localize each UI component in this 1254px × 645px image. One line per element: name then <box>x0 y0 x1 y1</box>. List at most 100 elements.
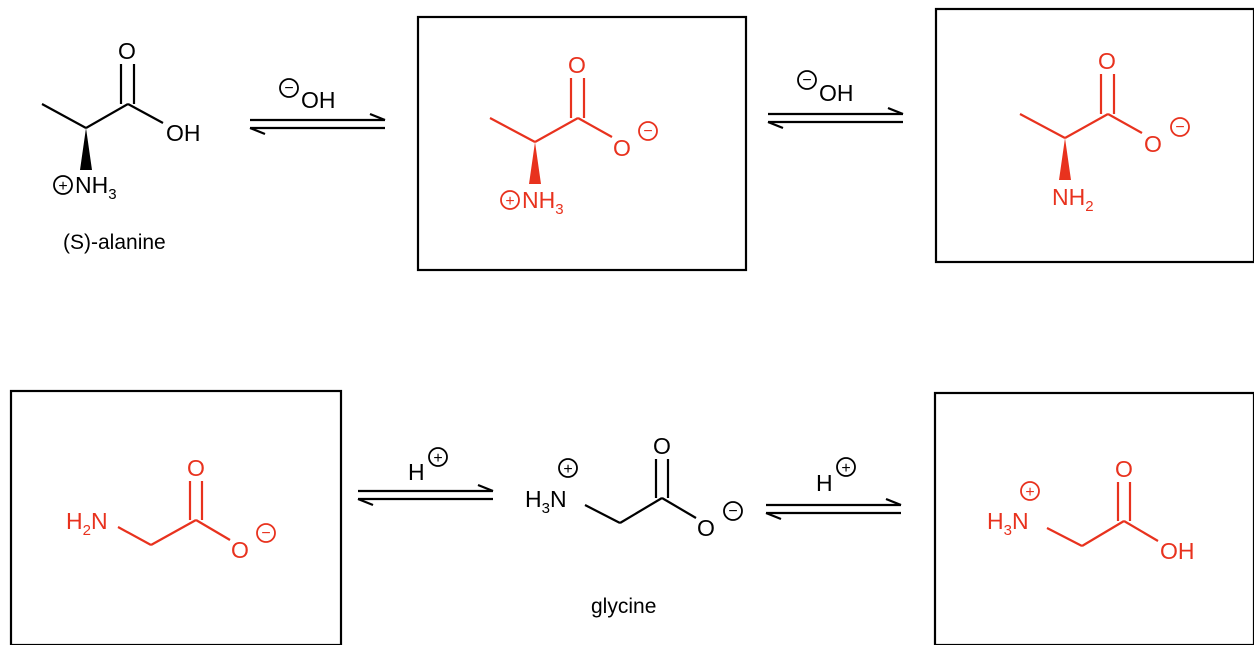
proton-label: H <box>816 470 833 496</box>
ammonium-h-symbol: H <box>92 172 109 198</box>
equilibrium-arrow-4 <box>765 497 902 521</box>
amine-n-symbol: N <box>91 508 108 534</box>
n-ch2-bond <box>1046 527 1083 547</box>
methyl-bond <box>489 117 536 143</box>
amine-h-count: 2 <box>83 522 91 539</box>
answer-box-1 <box>416 15 748 272</box>
ch2-carboxyl-bond <box>619 497 663 524</box>
carboxylate-oxygen-label: O <box>1144 131 1162 157</box>
plus-charge-circle <box>428 447 448 467</box>
minus-charge-sign: − <box>261 525 270 542</box>
hydroxide-reagent-2: − OH <box>797 70 854 106</box>
ch2-carboxyl-bond <box>1081 520 1125 547</box>
plus-charge-sign: + <box>563 461 572 478</box>
hydroxyl-label: OH <box>166 120 201 146</box>
plus-charge-sign: + <box>1025 484 1034 501</box>
ammonium-n-label: NH3 <box>75 172 117 203</box>
carbonyl-oxygen-label: O <box>1115 456 1133 482</box>
wedge-bond <box>1059 138 1071 180</box>
methyl-bond <box>41 103 87 129</box>
forward-arrow-head <box>369 112 386 122</box>
carboxylate-oxygen-label: O <box>613 135 631 161</box>
glycine-caption: glycine <box>591 595 656 618</box>
ammonium-n-symbol: N <box>1012 508 1029 534</box>
proton-reagent-2: H + <box>816 457 856 496</box>
amine-h-symbol: H <box>1069 184 1086 210</box>
hydroxide-reagent-1: − OH <box>279 78 336 113</box>
minus-charge-circle <box>797 70 817 90</box>
plus-charge-sign: + <box>841 460 850 477</box>
n-ch2-bond <box>584 504 621 524</box>
ammonium-group: + NH3 <box>53 172 117 203</box>
hydroxide-label: OH <box>301 87 336 113</box>
answer-box-2 <box>934 7 1254 264</box>
ammonium-n-label: NH3 <box>522 187 564 218</box>
glycine-cation-structure: H3N + O OH <box>987 456 1195 564</box>
ammonium-n-symbol: N <box>75 172 92 198</box>
plus-charge-sign: + <box>505 193 514 210</box>
minus-charge-circle <box>723 501 743 521</box>
answer-box-3 <box>9 389 343 645</box>
glycine-zwitterion-structure: H3N + O O − <box>525 433 743 541</box>
ammonium-n-symbol: N <box>550 486 567 512</box>
ammonium-h-count: 3 <box>1004 522 1012 539</box>
amine-label: NH2 <box>1052 184 1094 215</box>
ammonium-group: + NH3 <box>500 187 564 218</box>
minus-charge-circle <box>638 121 658 141</box>
amine-label: H2N <box>66 508 108 539</box>
wedge-bond <box>80 128 92 170</box>
plus-charge-circle <box>500 190 520 210</box>
carboxylate-bond <box>577 117 613 138</box>
ch2-carboxyl-bond <box>150 519 197 546</box>
minus-charge-sign: − <box>728 503 737 520</box>
answer-box-4 <box>933 391 1254 645</box>
alpha-carboxyl-bond <box>1064 113 1109 139</box>
minus-charge-sign: − <box>643 123 652 140</box>
methyl-bond <box>1019 113 1066 139</box>
carboxylate-oxygen-label: O <box>697 515 715 541</box>
hydroxyl-label: OH <box>1160 538 1195 564</box>
carbonyl-oxygen-label: O <box>118 38 136 64</box>
reverse-arrow-head <box>765 511 782 521</box>
minus-charge-circle <box>279 78 299 98</box>
ammonium-h-symbol: H <box>539 187 556 213</box>
reverse-arrow-head <box>767 120 784 130</box>
minus-charge-sign: − <box>802 72 811 89</box>
carboxylate-bond <box>1107 113 1143 134</box>
plus-charge-circle <box>53 175 73 195</box>
ammonium-h-count: 3 <box>542 500 550 517</box>
hydroxide-label: OH <box>819 80 854 106</box>
carboxylate-bond <box>661 497 697 519</box>
proton-reagent-1: H + <box>408 447 448 485</box>
minus-charge-circle <box>1170 117 1190 137</box>
ammonium-n-symbol: N <box>522 187 539 213</box>
reverse-arrow-head <box>249 126 266 136</box>
amine-h-symbol: H <box>66 508 83 534</box>
forward-arrow-head <box>885 497 902 507</box>
plus-charge-sign: + <box>58 178 67 195</box>
minus-charge-circle <box>256 523 276 543</box>
amine-h-count: 2 <box>1085 198 1093 215</box>
alpha-carboxyl-bond <box>534 117 579 143</box>
amine-n-symbol: N <box>1052 184 1069 210</box>
n-ch2-bond <box>117 526 152 546</box>
plus-charge-circle <box>836 457 856 477</box>
carbonyl-oxygen-label: O <box>1098 48 1116 74</box>
carbonyl-oxygen-label: O <box>653 433 671 459</box>
carboxylate-oxygen-label: O <box>231 537 249 563</box>
ammonium-h-symbol: H <box>525 486 542 512</box>
ammonium-h-count: 3 <box>555 201 563 218</box>
minus-charge-sign: − <box>284 80 293 97</box>
equilibrium-arrow-1 <box>249 112 386 136</box>
proton-label: H <box>408 459 425 485</box>
equilibrium-arrow-2 <box>767 106 904 130</box>
alanine-zwitterion-structure: O O − + NH3 <box>489 52 658 218</box>
alanine-caption: (S)-alanine <box>63 231 166 254</box>
forward-arrow-head <box>887 106 904 116</box>
carbonyl-oxygen-label: O <box>187 455 205 481</box>
plus-charge-circle <box>558 458 578 478</box>
alpha-carboxyl-bond <box>85 103 129 129</box>
plus-charge-circle <box>1020 481 1040 501</box>
carbonyl-oxygen-label: O <box>568 52 586 78</box>
